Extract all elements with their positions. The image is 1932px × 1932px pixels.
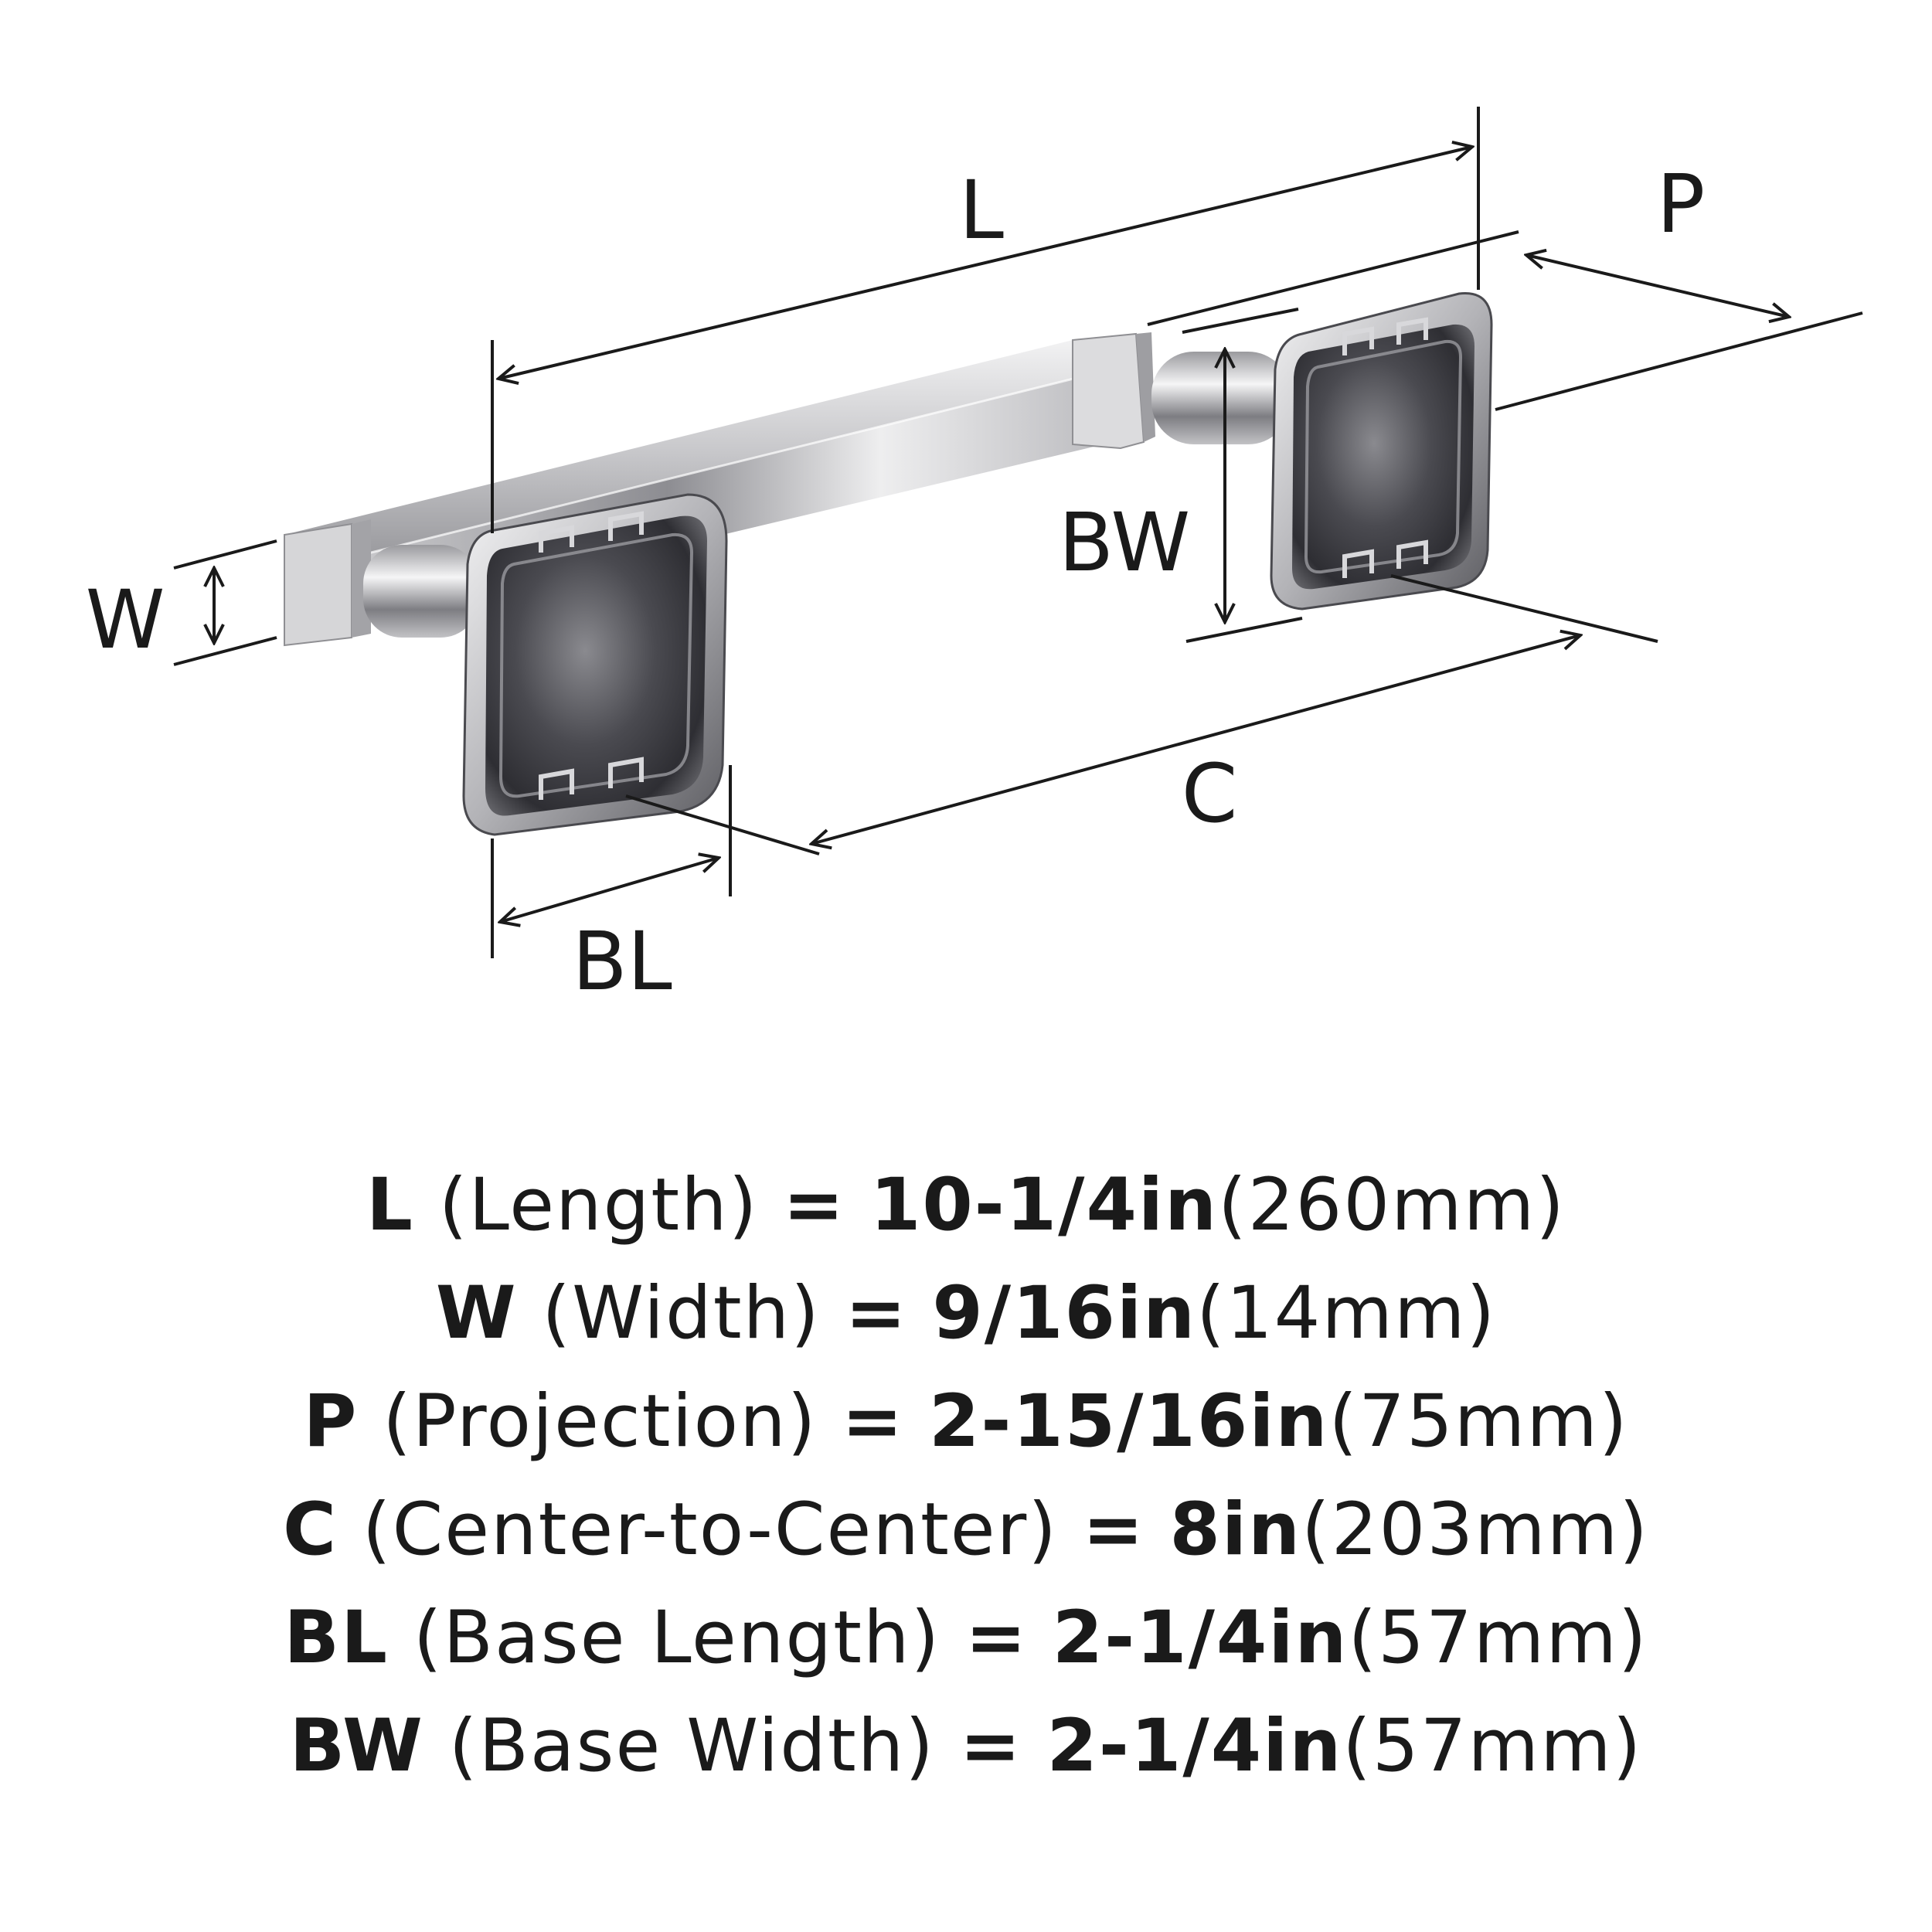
spec-description: (Projection) (383, 1379, 818, 1464)
spec-row-center-to-center: C (Center-to-Center) = 8in(203mm) (0, 1476, 1932, 1584)
spec-description: (Base Width) (448, 1704, 935, 1788)
dimension-c-extension-right (1390, 574, 1658, 643)
dimension-p-extension-bottom (1495, 311, 1863, 411)
spec-code: W (435, 1271, 518, 1355)
spec-code: L (366, 1163, 414, 1247)
dimension-p-arrow (1526, 255, 1789, 317)
spec-metric-value: (260mm) (1218, 1163, 1566, 1247)
dimension-bw-extension-top (1182, 308, 1299, 334)
spec-description: (Base Length) (413, 1596, 941, 1680)
spec-equals: = (845, 1271, 908, 1355)
dimension-bw-label: BW (1059, 495, 1190, 590)
spec-imperial-value: 9/16in (932, 1271, 1197, 1355)
spec-metric-value: (57mm) (1342, 1704, 1643, 1788)
left-wall-base (462, 493, 728, 836)
dimension-labels: L P BW W C BL (86, 157, 1706, 1009)
spec-equals: = (783, 1163, 846, 1247)
right-post (1151, 352, 1291, 444)
dimension-w-label: W (86, 573, 165, 667)
spec-row-base-width: BW (Base Width) = 2-1/4in(57mm) (0, 1692, 1932, 1801)
spec-equals: = (1082, 1488, 1145, 1572)
spec-row-base-length: BL (Base Length) = 2-1/4in(57mm) (0, 1584, 1932, 1692)
spec-code: BL (284, 1596, 389, 1680)
dimension-bl-label: BL (572, 914, 672, 1009)
towel-bar-dimension-diagram: L P BW W C BL (86, 107, 1863, 1009)
spec-description: (Center-to-Center) (362, 1488, 1058, 1572)
spec-equals: = (842, 1379, 905, 1464)
dimension-c-extension-left (625, 794, 820, 855)
spec-imperial-value: 2-15/16in (928, 1379, 1329, 1464)
spec-row-projection: P (Projection) = 2-15/16in(75mm) (0, 1368, 1932, 1476)
left-end-cap (284, 522, 352, 647)
spec-equals: = (959, 1704, 1022, 1788)
spec-code: P (303, 1379, 359, 1464)
spec-code: C (283, 1488, 338, 1572)
dimension-w-extension-bottom (173, 636, 277, 666)
spec-imperial-value: 10-1/4in (869, 1163, 1219, 1247)
spec-metric-value: (203mm) (1301, 1488, 1649, 1572)
spec-metric-value: (14mm) (1196, 1271, 1497, 1355)
dimension-p-extension-top (1147, 230, 1519, 326)
dimension-lines (173, 107, 1863, 958)
towel-bar-product (284, 292, 1493, 836)
spec-row-width: W (Width) = 9/16in(14mm) (0, 1260, 1932, 1368)
dimension-l-label: L (959, 163, 1004, 257)
spec-imperial-value: 8in (1169, 1488, 1302, 1572)
dimension-l-arrow (498, 147, 1472, 379)
dimension-c-label: C (1182, 747, 1238, 841)
dimension-spec-list: L (Length) = 10-1/4in(260mm) W (Width) =… (0, 1151, 1932, 1893)
right-wall-base (1270, 292, 1493, 611)
spec-metric-value: (75mm) (1328, 1379, 1629, 1464)
bar-top-face (284, 340, 1136, 556)
dimension-c-arrow (811, 635, 1580, 844)
spec-description: (Width) (542, 1271, 821, 1355)
spec-equals: = (965, 1596, 1028, 1680)
spec-row-length: L (Length) = 10-1/4in(260mm) (0, 1151, 1932, 1260)
spec-imperial-value: 2-1/4in (1046, 1704, 1343, 1788)
right-end-cap (1072, 332, 1145, 450)
dimension-w-extension-top (173, 539, 277, 570)
left-post (363, 545, 479, 638)
spec-description: (Length) (438, 1163, 759, 1247)
spec-code: BW (289, 1704, 424, 1788)
dimension-bw-extension-bottom (1185, 617, 1303, 643)
dimension-bl-arrow (500, 858, 719, 922)
spec-imperial-value: 2-1/4in (1052, 1596, 1349, 1680)
dimension-p-label: P (1657, 157, 1706, 251)
spec-metric-value: (57mm) (1348, 1596, 1648, 1680)
